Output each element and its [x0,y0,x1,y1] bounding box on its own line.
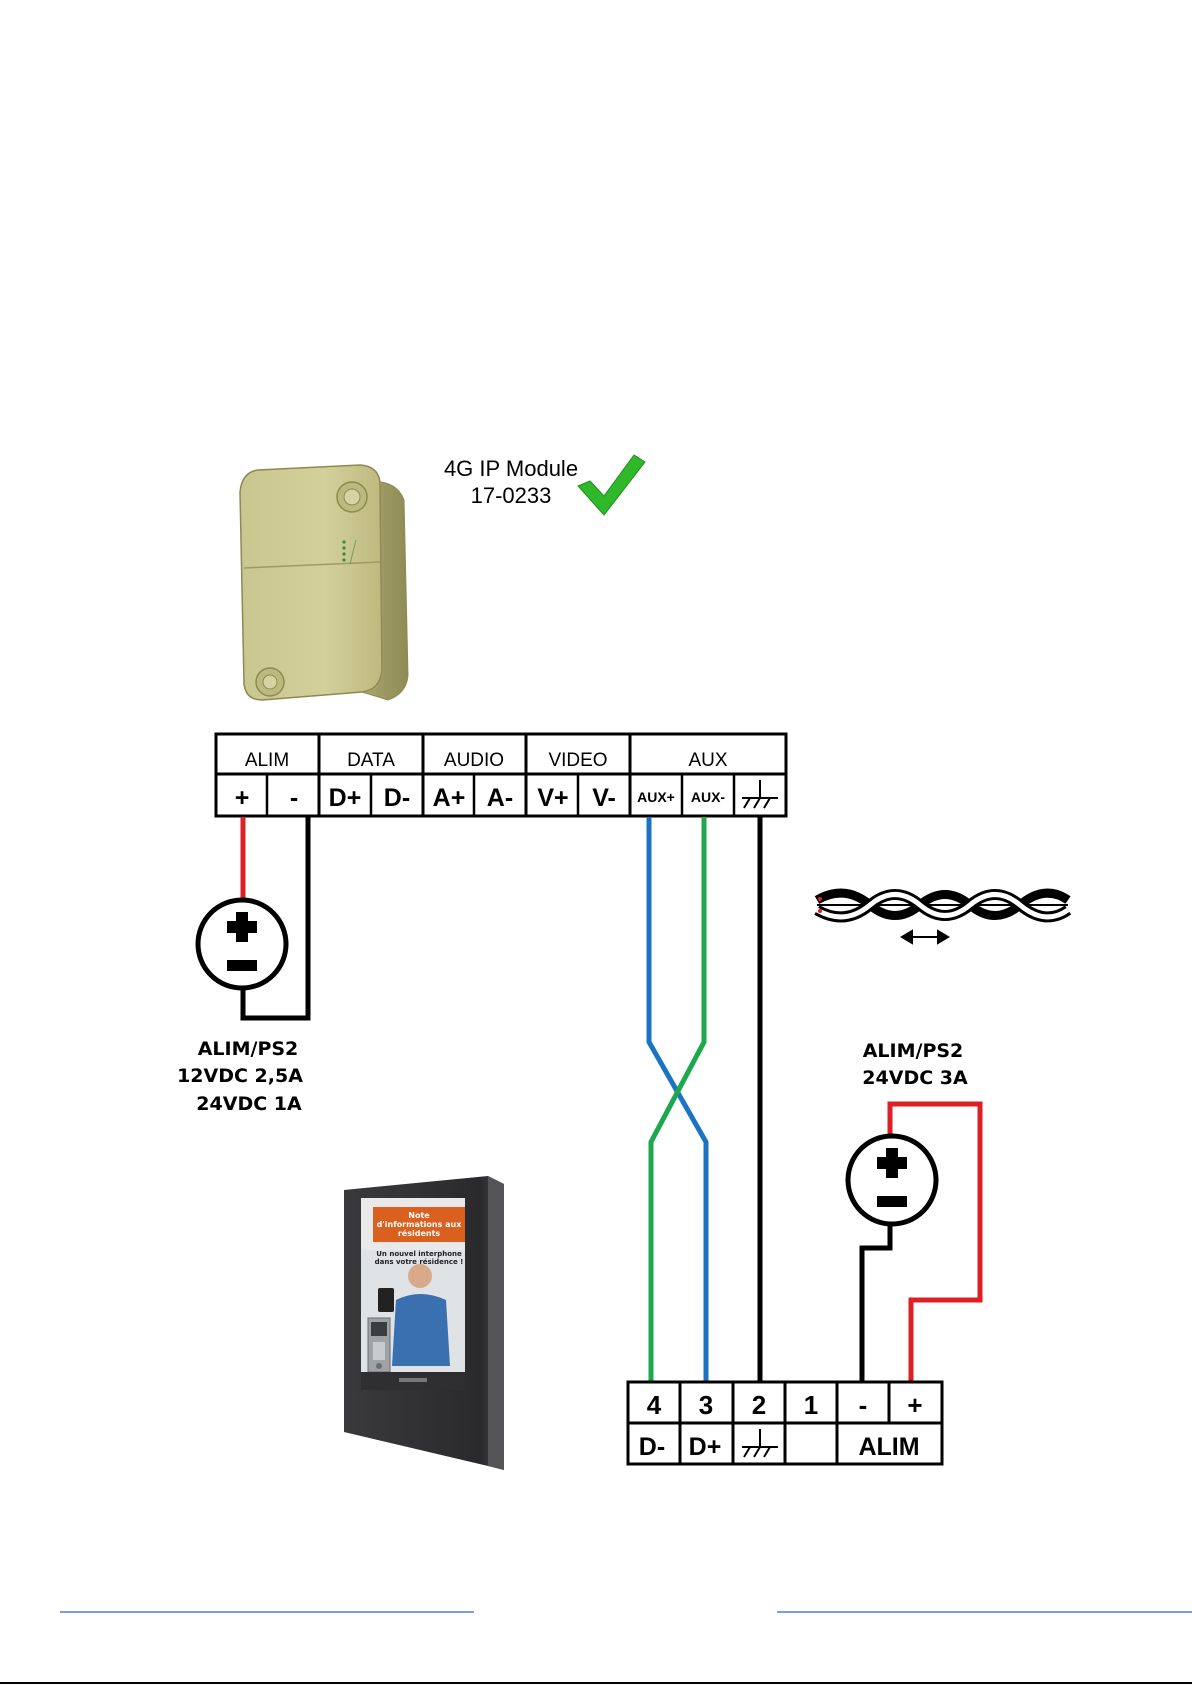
terminal-aux-plus: AUX+ [637,789,675,805]
top-terminal-block: ALIM DATA AUDIO VIDEO AUX + - D+ D- A+ A… [216,734,786,816]
psu-left-line-2: 12VDC 2,5A [177,1065,303,1087]
terminal-data-plus: D+ [329,784,362,812]
double-arrow-icon [902,931,948,943]
4g-module-image [240,465,408,700]
terminal-number-3: 3 [699,1390,713,1420]
terminal-video-minus: V- [592,784,616,812]
terminal-minus: - [859,1390,868,1420]
terminal-audio-plus: A+ [433,784,466,812]
bottom-terminal-block: 4 3 2 1 - + D- D+ ALIM [628,1382,942,1464]
group-label-data: DATA [347,750,395,771]
terminal-label-d-minus: D- [639,1433,665,1461]
dc-power-supply-icon [198,900,286,988]
footer-rules [0,1612,1192,1683]
monitor-screen-content: Note d'informations aux résidents Un nou… [373,1205,465,1266]
psu-right-line-2: 24VDC 3A [862,1067,968,1089]
terminal-number-4: 4 [647,1390,662,1420]
terminal-number-1: 1 [804,1390,818,1420]
group-label-video: VIDEO [548,750,607,771]
twisted-pair-cable-icon [817,893,1068,917]
terminal-alim-minus: - [290,784,298,812]
group-label-alim: ALIM [245,750,289,771]
psu-left-line-1: ALIM/PS2 [198,1038,299,1060]
terminal-data-minus: D- [384,784,410,812]
terminal-video-plus: V+ [537,784,568,812]
psu-left-line-3: 24VDC 1A [196,1093,302,1115]
psu-right-line-1: ALIM/PS2 [863,1040,964,1062]
aux-wires [649,817,760,1382]
terminal-label-alim: ALIM [858,1433,919,1461]
terminal-aux-minus: AUX- [691,789,726,805]
group-label-audio: AUDIO [444,750,504,771]
checkmark-icon [578,455,645,515]
dc-power-supply-icon [848,1136,936,1224]
module-name: 4G IP Module [444,456,578,481]
terminal-label-d-plus: D+ [689,1433,722,1461]
terminal-audio-minus: A- [487,784,513,812]
terminal-number-2: 2 [752,1390,766,1420]
terminal-alim-plus: + [235,784,250,812]
group-label-aux: AUX [688,750,727,771]
screen-subtitle: Un nouvel interphone dans votre résidenc… [373,1250,465,1266]
terminal-plus: + [907,1390,922,1420]
module-reference: 17-0233 [471,483,552,508]
screen-banner: Note d'informations aux résidents [373,1207,465,1242]
